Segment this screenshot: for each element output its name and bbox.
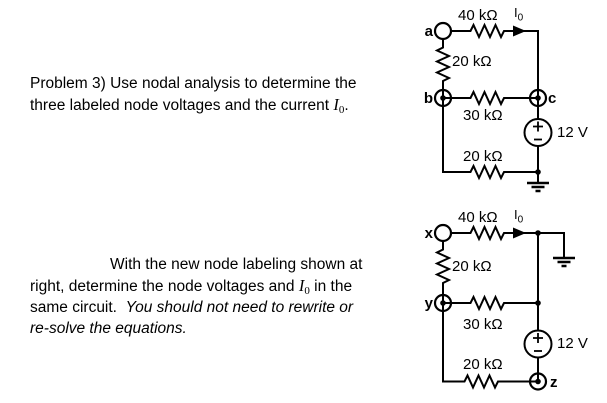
voltage-source — [523, 329, 553, 359]
resistor-30k-label: 30 kΩ — [463, 107, 503, 124]
followup-text-line2-end: in the — [309, 278, 353, 295]
junction-dot-mid — [535, 300, 541, 306]
current-subscript: 0 — [304, 285, 310, 297]
junction-dot — [535, 169, 541, 175]
resistor-20k-left — [434, 247, 452, 286]
problem-text-period: . — [344, 97, 349, 114]
current-arrow-icon — [513, 227, 526, 239]
text-line: Problem 3) Use nodal analysis to determi… — [30, 73, 410, 94]
problem-text-line2: three labeled node voltages and the curr… — [30, 97, 334, 114]
circuit-diagram-xyz: 40 kΩ I0 x 20 kΩ y 30 kΩ 12 V 20 kΩ z — [425, 207, 588, 391]
current-i0-label: I0 — [514, 207, 524, 226]
resistor-20k-bottom — [468, 163, 507, 181]
problem-statement: Problem 3) Use nodal analysis to determi… — [30, 73, 410, 116]
node-c-label: c — [548, 90, 556, 107]
text-line: three labeled node voltages and the curr… — [30, 94, 410, 116]
plus-sign — [533, 333, 543, 343]
problem-text-line1: Problem 3) Use nodal analysis to determi… — [30, 75, 357, 92]
resistor-30k — [468, 294, 507, 312]
junction-dot-top — [535, 230, 541, 236]
circuit-diagram-abc: 40 kΩ I0 a 20 kΩ b c 30 kΩ 12 V 20 kΩ — [424, 5, 588, 193]
node-z-dot — [535, 378, 541, 385]
resistor-20k-bottom-label: 20 kΩ — [463, 356, 503, 373]
followup-italic-line4: re-solve the equations. — [30, 320, 187, 337]
resistor-20k-left — [434, 45, 452, 84]
resistor-30k-label: 30 kΩ — [463, 316, 503, 333]
node-a-label: a — [425, 23, 434, 40]
current-symbol: I — [333, 95, 339, 114]
node-x-label: x — [425, 225, 434, 242]
node-a-terminal — [433, 21, 453, 41]
current-subscript: 0 — [518, 215, 524, 226]
node-b-terminal — [433, 88, 453, 108]
node-z-terminal — [528, 372, 548, 391]
voltage-source-label: 12 V — [557, 124, 588, 141]
resistor-40k — [468, 224, 507, 242]
node-b-dot — [440, 95, 446, 101]
resistor-30k — [468, 89, 507, 107]
resistor-20k-bottom — [462, 373, 501, 390]
resistor-40k — [468, 22, 507, 40]
resistor-20k-bottom-label: 20 kΩ — [463, 148, 503, 165]
voltage-source-label: 12 V — [557, 335, 588, 352]
resistor-20k-left-label: 20 kΩ — [452, 258, 492, 275]
wire — [442, 30, 539, 183]
current-arrow-icon — [513, 25, 526, 37]
text-line: right, determine the node voltages and I… — [30, 275, 410, 297]
current-i0-label: I0 — [514, 5, 524, 24]
node-x-terminal — [433, 223, 453, 243]
current-subscript: 0 — [338, 104, 345, 116]
node-c-dot — [535, 95, 541, 101]
node-c-terminal — [528, 88, 548, 108]
node-y-dot — [440, 300, 446, 306]
followup-text-line3: same circuit. — [30, 299, 126, 316]
followup-statement: With the new node labeling shown at righ… — [30, 254, 410, 339]
voltage-source — [523, 118, 553, 147]
ground-icon — [527, 181, 549, 193]
resistor-40k-label: 40 kΩ — [458, 7, 498, 24]
ground-icon — [553, 256, 575, 268]
text-line: re-solve the equations. — [30, 318, 410, 339]
node-b-label: b — [424, 90, 433, 107]
wire — [442, 232, 565, 383]
current-subscript: 0 — [518, 13, 524, 24]
followup-italic-line3: You should not need to rewrite or — [125, 299, 354, 316]
node-y-terminal — [433, 293, 453, 313]
node-y-label: y — [425, 295, 434, 312]
node-z-label: z — [550, 374, 558, 391]
followup-text-line2: right, determine the node voltages and — [30, 278, 299, 295]
text-line: With the new node labeling shown at — [30, 254, 410, 275]
resistor-40k-label: 40 kΩ — [458, 209, 498, 226]
current-symbol: I — [298, 276, 305, 295]
current-symbol: I — [514, 5, 518, 20]
plus-sign — [533, 121, 543, 132]
followup-text-line1: With the new node labeling shown at — [110, 256, 363, 273]
resistor-20k-left-label: 20 kΩ — [452, 53, 492, 70]
text-line: same circuit. You should not need to rew… — [30, 297, 410, 318]
current-symbol: I — [514, 207, 518, 222]
